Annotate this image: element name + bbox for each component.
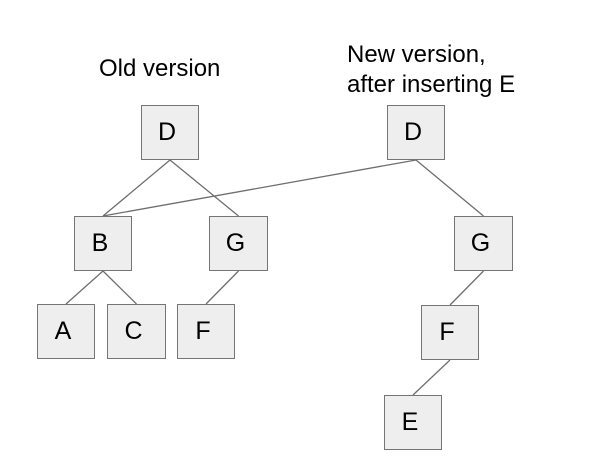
node-old-g: G — [209, 216, 268, 271]
edge-new_d-to-new_g — [415, 159, 484, 217]
node-old-c: C — [107, 304, 166, 359]
node-old-f: F — [177, 304, 235, 359]
new-version-title-line2: after inserting E — [347, 71, 516, 98]
edge-old_g-to-old_f — [205, 270, 239, 305]
node-new-f: F — [421, 305, 479, 360]
edge-old_b-to-old_c — [102, 270, 137, 305]
node-new-d: D — [387, 105, 445, 160]
edge-old_d-to-old_g — [169, 159, 239, 217]
edge-new_d-to-old_b — [102, 159, 417, 217]
new-version-title: New version, after inserting E — [347, 40, 515, 100]
node-new-g: G — [454, 216, 513, 271]
new-version-title-line1: New version, — [347, 41, 486, 68]
old-version-title: Old version — [99, 55, 221, 82]
node-old-b: B — [74, 216, 132, 271]
edge-new_g-to-new_f — [449, 270, 484, 306]
node-new-e: E — [384, 395, 442, 450]
node-old-a: A — [37, 304, 95, 359]
edge-old_d-to-old_b — [102, 159, 171, 217]
edge-old_b-to-old_a — [65, 270, 104, 305]
edge-new_f-to-new_e — [412, 359, 451, 396]
node-old-d: D — [141, 105, 199, 160]
